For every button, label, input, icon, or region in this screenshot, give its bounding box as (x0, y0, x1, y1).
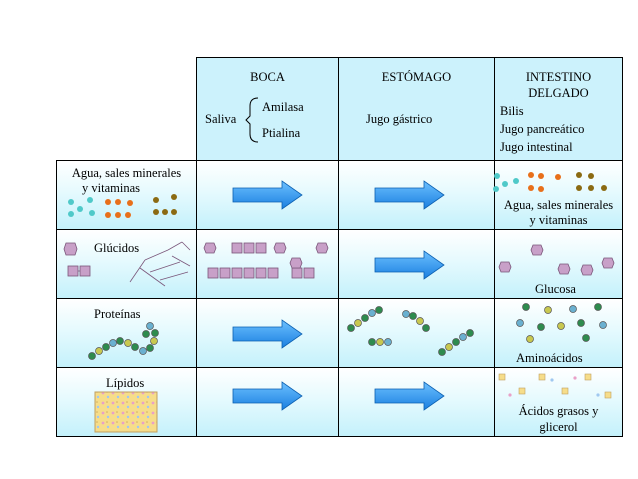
row-proteinas-label: Proteínas (94, 307, 141, 321)
row-lipidos-boca-cell (196, 367, 339, 437)
row-agua-label-line2: y vitaminas (82, 181, 140, 195)
saliva-label: Saliva (205, 112, 237, 126)
result-acidos-line1: Ácidos grasos y (518, 404, 599, 418)
row-agua-estomago-cell (338, 160, 495, 230)
row-glucidos-boca-cell (196, 229, 339, 299)
row-proteinas-boca-cell (196, 298, 339, 368)
result-aminoacidos: Aminoácidos (516, 351, 583, 365)
row-lipidos-estomago-cell (338, 367, 495, 437)
header-boca-cell (196, 57, 339, 161)
row-glucidos-label-cell (56, 229, 197, 299)
jugo-intestinal-label: Jugo intestinal (500, 140, 573, 154)
row-lipidos-label: Lípidos (106, 376, 145, 390)
header-boca: BOCA (250, 70, 285, 84)
header-intestino-line2: DELGADO (528, 86, 589, 100)
row-glucidos-estomago-cell (338, 229, 495, 299)
jugo-pancreatico-label: Jugo pancreático (500, 122, 585, 136)
row-agua-boca-cell (196, 160, 339, 230)
header-estomago: ESTÓMAGO (381, 70, 452, 84)
row-agua-label-line1: Agua, sales minerales (71, 166, 182, 180)
result-agua-line2: y vitaminas (529, 213, 588, 227)
header-estomago-cell (338, 57, 495, 161)
amilasa-label: Amilasa (262, 100, 304, 114)
result-acidos-line2: glicerol (539, 420, 578, 434)
header-intestino-line1: INTESTINO (525, 70, 592, 84)
row-glucidos-label: Glúcidos (94, 241, 140, 255)
result-agua-line1: Agua, sales minerales (503, 198, 614, 212)
jugo-gastrico-label: Jugo gástrico (366, 112, 433, 126)
bilis-label: Bilis (500, 104, 524, 118)
ptialina-label: Ptialina (262, 126, 301, 140)
result-glucosa: Glucosa (535, 282, 576, 296)
row-proteinas-estomago-cell (338, 298, 495, 368)
row-agua-intestino-cell (494, 160, 623, 230)
row-proteinas-label-cell (56, 298, 197, 368)
row-lipidos-intestino-cell (494, 367, 623, 437)
